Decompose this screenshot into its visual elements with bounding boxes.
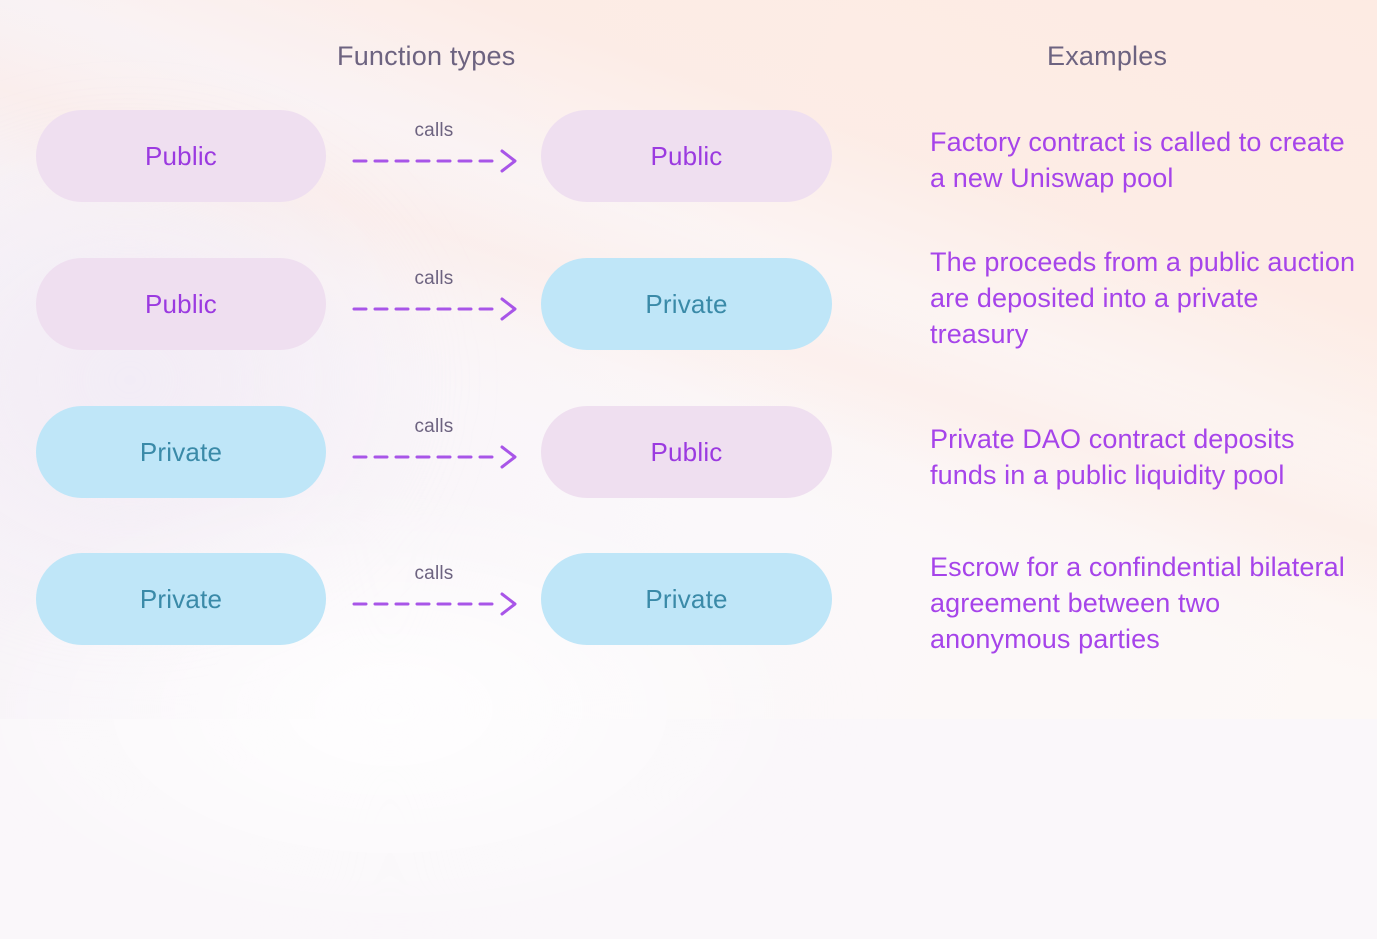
dashed-arrow-right-icon xyxy=(352,592,517,616)
dashed-arrow-right-icon xyxy=(352,149,517,173)
caller-pill[interactable]: Public xyxy=(36,110,326,202)
example-description: The proceeds from a public auction are d… xyxy=(930,247,1356,349)
dashed-arrow-right-icon xyxy=(352,445,517,469)
calls-label: calls xyxy=(414,120,454,141)
calls-label: calls xyxy=(414,416,454,437)
callee-pill[interactable]: Private xyxy=(541,553,832,645)
calls-connector: calls xyxy=(350,553,518,645)
calls-label: calls xyxy=(414,563,454,584)
caller-pill[interactable]: Public xyxy=(36,258,326,350)
column-heading-examples: Examples xyxy=(1047,41,1168,71)
calls-connector: calls xyxy=(350,258,518,350)
caller-pill[interactable]: Private xyxy=(36,406,326,498)
diagram-row: Public calls Private xyxy=(0,258,1377,350)
column-heading-function-types: Function types xyxy=(337,41,516,71)
diagram-row: Private calls Private xyxy=(0,553,1377,645)
calls-label: calls xyxy=(414,268,454,289)
calls-connector: calls xyxy=(350,406,518,498)
dashed-arrow-right-icon xyxy=(352,297,517,321)
callee-pill[interactable]: Private xyxy=(541,258,832,350)
example-description: Escrow for a confindential bilateral agr… xyxy=(930,552,1345,654)
example-description: Private DAO contract deposits funds in a… xyxy=(930,424,1295,490)
diagram-row: Public calls Public xyxy=(0,110,1377,202)
caller-pill[interactable]: Private xyxy=(36,553,326,645)
callee-pill[interactable]: Public xyxy=(541,406,832,498)
example-description: Factory contract is called to create a n… xyxy=(930,127,1345,193)
diagram-row: Private calls Public xyxy=(0,406,1377,498)
calls-connector: calls xyxy=(350,110,518,202)
callee-pill[interactable]: Public xyxy=(541,110,832,202)
